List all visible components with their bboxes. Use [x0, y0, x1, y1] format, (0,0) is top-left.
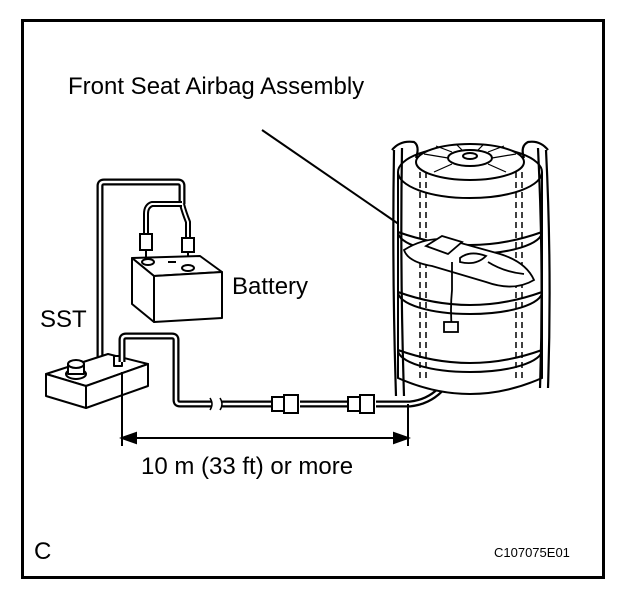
tire-stack: [397, 143, 543, 395]
cable-connector-1: [271, 394, 299, 414]
battery-cable: [96, 178, 191, 359]
panel-letter: C: [34, 538, 51, 565]
figure-code: C107075E01: [494, 545, 570, 560]
battery-illustration: [131, 255, 223, 323]
distance-dimension: [119, 372, 411, 446]
cable-connector-2: [347, 394, 375, 414]
battery-clip-positive: [139, 233, 153, 262]
retaining-wires: [391, 140, 551, 397]
distance-label: 10 m (33 ft) or more: [141, 453, 353, 480]
wheel-spokes: [423, 143, 517, 173]
battery-label: Battery: [232, 273, 308, 300]
airbag-label: Front Seat Airbag Assembly: [68, 73, 364, 100]
cable-break-mark: [209, 397, 223, 411]
sst-label: SST: [40, 306, 87, 333]
airbag-module: [402, 235, 536, 333]
